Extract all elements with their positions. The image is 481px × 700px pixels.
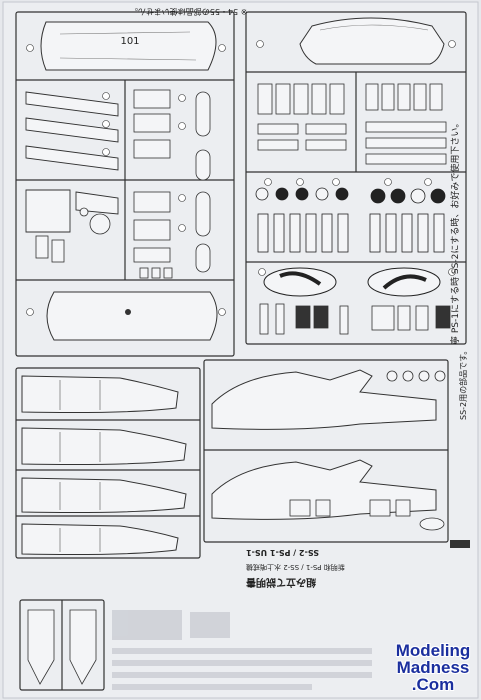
faint-print-bleed — [112, 610, 372, 690]
part-numbers-a — [26, 44, 226, 316]
sprue-frame-c — [15, 367, 201, 559]
logo-line-3: .Com — [411, 675, 455, 694]
flap-parts — [25, 91, 119, 233]
sprue-frame-e — [19, 599, 105, 691]
sprue-frame-d — [203, 359, 449, 543]
modeling-madness-logo: Modeling Madness .Com — [389, 642, 477, 696]
wheel-parts — [255, 187, 446, 253]
model-title-japanese: 新明和 PS-1 / SS-2 水上哨戒機 — [246, 563, 345, 571]
model-designation: SS-2 / PS-1 US-1 — [246, 548, 319, 557]
fuselage-details-c — [59, 380, 101, 552]
fuselage-parts-c — [21, 375, 187, 555]
small-parts-d — [289, 370, 446, 531]
canopy-parts — [263, 267, 441, 297]
logo-line-2: Madness — [396, 658, 470, 677]
hull-part — [299, 17, 445, 65]
small-parts-e — [27, 609, 97, 685]
part-numbers-b — [256, 40, 456, 276]
stabilizer-part — [46, 291, 218, 341]
vertical-note-ps1-ss2: 寧 PS-1にする時 SS-2にする時、お好みで使用下さい。 — [451, 118, 461, 345]
vertical-note-ss2-parts: SS-2用の部品です。 — [459, 346, 468, 420]
sprue-frame-a — [15, 11, 235, 357]
small-parts-b — [257, 83, 447, 165]
ss2-marker — [450, 540, 470, 548]
wing-marking: 101 — [120, 36, 139, 47]
small-parts-b2 — [259, 303, 451, 335]
wing-part-101: 101 — [40, 21, 217, 71]
small-parts-a — [35, 89, 211, 279]
logo-line-1: Modeling — [395, 641, 471, 660]
top-note: ※ 54・55の部品は使いません。 — [130, 7, 248, 16]
sprue-frame-b — [245, 11, 467, 345]
assembly-instructions-title: 組み立て説明書 — [246, 576, 316, 587]
